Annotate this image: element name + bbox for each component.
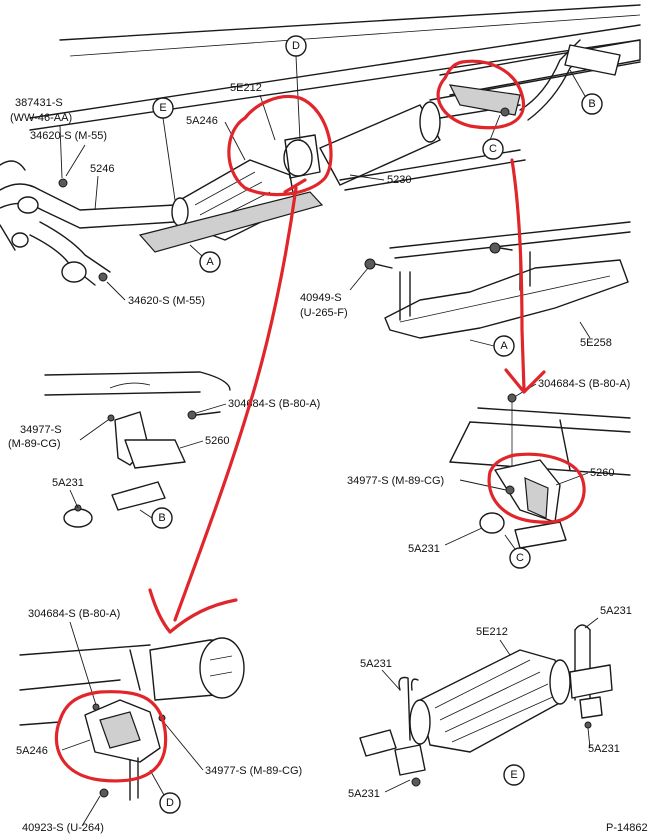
label-34620-a: 34620-S (M-55) <box>30 130 107 142</box>
red-arrow-top-to-c <box>510 158 526 392</box>
red-circle-detail-d <box>54 690 168 783</box>
red-arrowhead-c <box>504 368 546 394</box>
detail-d <box>19 637 245 801</box>
callout-e-bot <box>503 764 525 786</box>
label-m89-b: (M-89-CG) <box>8 438 61 450</box>
figure-number: P-14862 <box>606 822 648 834</box>
label-5e212-top: 5E212 <box>230 82 262 94</box>
label-387431: 387431-S <box>15 97 63 109</box>
callout-b-top <box>581 93 603 115</box>
label-5a231-b: 5A231 <box>52 477 84 489</box>
callout-d-bot <box>159 792 181 814</box>
heat-shield-a <box>364 221 631 339</box>
label-5a231-e4: 5A231 <box>348 788 380 800</box>
label-5a231-e1: 5A231 <box>360 658 392 670</box>
frame-rail-top <box>29 4 641 131</box>
label-5a246-d: 5A246 <box>16 745 48 757</box>
hanger-bracket-top <box>448 84 521 117</box>
callout-c-mid <box>509 547 531 569</box>
label-5230: 5230 <box>387 174 411 186</box>
red-circle-top-left <box>227 95 333 197</box>
callout-c-top <box>482 138 504 160</box>
callout-a-mid-letter: A <box>500 340 508 352</box>
label-5e212-e: 5E212 <box>476 626 508 638</box>
exhaust-inlet-pipes <box>0 160 176 286</box>
label-40949: 40949-S <box>300 292 342 304</box>
label-5a231-e3: 5A231 <box>588 743 620 755</box>
red-arrowhead-d <box>148 588 238 634</box>
red-circle-top-right <box>436 59 526 130</box>
callout-e-bot-letter: E <box>510 769 517 781</box>
callout-circles: D E B C A A B C D E <box>151 35 603 814</box>
label-304684-b: 304684-S (B-80-A) <box>228 398 320 410</box>
red-arrow-top-to-d <box>173 186 298 622</box>
label-40923-d: 40923-S (U-264) <box>22 822 104 834</box>
label-ww46: (WW-46-AA) <box>10 112 72 124</box>
label-5a231-e2: 5A231 <box>600 605 632 617</box>
label-leaders <box>59 94 599 827</box>
callout-b-mid-letter: B <box>158 512 165 524</box>
detail-b <box>44 371 231 528</box>
callout-b-top-letter: B <box>588 98 595 110</box>
callout-d-bot-letter: D <box>166 797 174 809</box>
label-34977-b: 34977-S <box>20 424 62 436</box>
label-34977-c: 34977-S (M-89-CG) <box>347 475 444 487</box>
label-5246: 5246 <box>90 163 114 175</box>
callout-a-top-letter: A <box>206 256 214 268</box>
label-304684-c: 304684-S (B-80-A) <box>538 378 630 390</box>
label-34620-b: 34620-S (M-55) <box>128 295 205 307</box>
label-5e258: 5E258 <box>580 337 612 349</box>
label-5260-c: 5260 <box>590 467 614 479</box>
red-arrow-short <box>283 178 307 194</box>
label-5a246-top: 5A246 <box>186 115 218 127</box>
label-304684-d: 304684-S (B-80-A) <box>28 608 120 620</box>
callout-d-top-letter: D <box>292 40 300 52</box>
red-highlights <box>54 59 586 783</box>
label-5a231-c: 5A231 <box>408 543 440 555</box>
callout-a-top <box>199 251 221 273</box>
label-34977-d: 34977-S (M-89-CG) <box>205 765 302 777</box>
detail-e <box>359 624 613 787</box>
callout-c-top-letter: C <box>489 143 497 155</box>
catalytic-converter-top <box>138 134 324 253</box>
label-5260-b: 5260 <box>205 435 229 447</box>
callout-e-top-letter: E <box>159 102 166 114</box>
label-u265: (U-265-F) <box>300 307 348 319</box>
callout-c-mid-letter: C <box>516 552 524 564</box>
red-circle-detail-c <box>487 452 586 524</box>
detail-c <box>449 393 631 549</box>
